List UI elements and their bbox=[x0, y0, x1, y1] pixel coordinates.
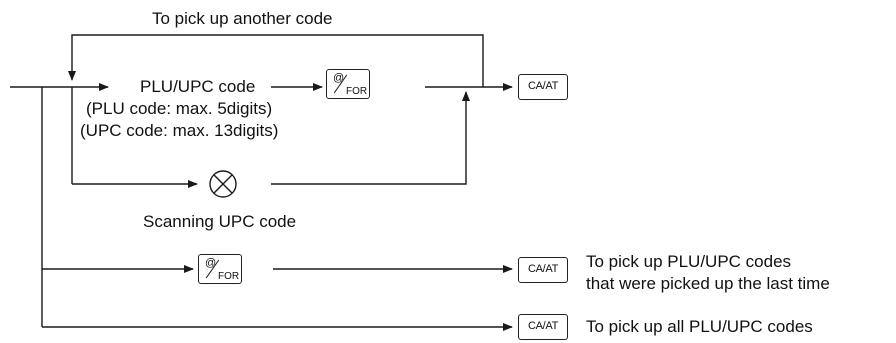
scanner-icon bbox=[209, 170, 237, 198]
for-label: FOR bbox=[218, 271, 240, 282]
label-another-code: To pick up another code bbox=[152, 9, 333, 28]
label-last-time-2: that were picked up the last time bbox=[586, 274, 830, 293]
at-for-key-2: @ FOR bbox=[198, 254, 244, 286]
at-symbol: @ bbox=[205, 257, 217, 269]
label-plu-max: (PLU code: max. 5digits) bbox=[86, 99, 273, 118]
label-scanning: Scanning UPC code bbox=[143, 212, 297, 231]
caat-key-1: CA/AT bbox=[518, 74, 570, 102]
caat-key-2: CA/AT bbox=[518, 257, 570, 285]
label-upc-max: (UPC code: max. 13digits) bbox=[80, 121, 279, 140]
label-all-codes: To pick up all PLU/UPC codes bbox=[586, 317, 813, 336]
for-label: FOR bbox=[346, 86, 368, 97]
scanner-to-main bbox=[271, 91, 470, 185]
loop-another-code bbox=[68, 34, 484, 87]
caat-key-3: CA/AT bbox=[518, 314, 570, 342]
at-symbol: @ bbox=[333, 72, 345, 84]
label-plu-upc-code: PLU/UPC code bbox=[140, 77, 256, 96]
at-for-key-1: @ FOR bbox=[326, 69, 372, 101]
label-last-time-1: To pick up PLU/UPC codes bbox=[586, 252, 792, 271]
